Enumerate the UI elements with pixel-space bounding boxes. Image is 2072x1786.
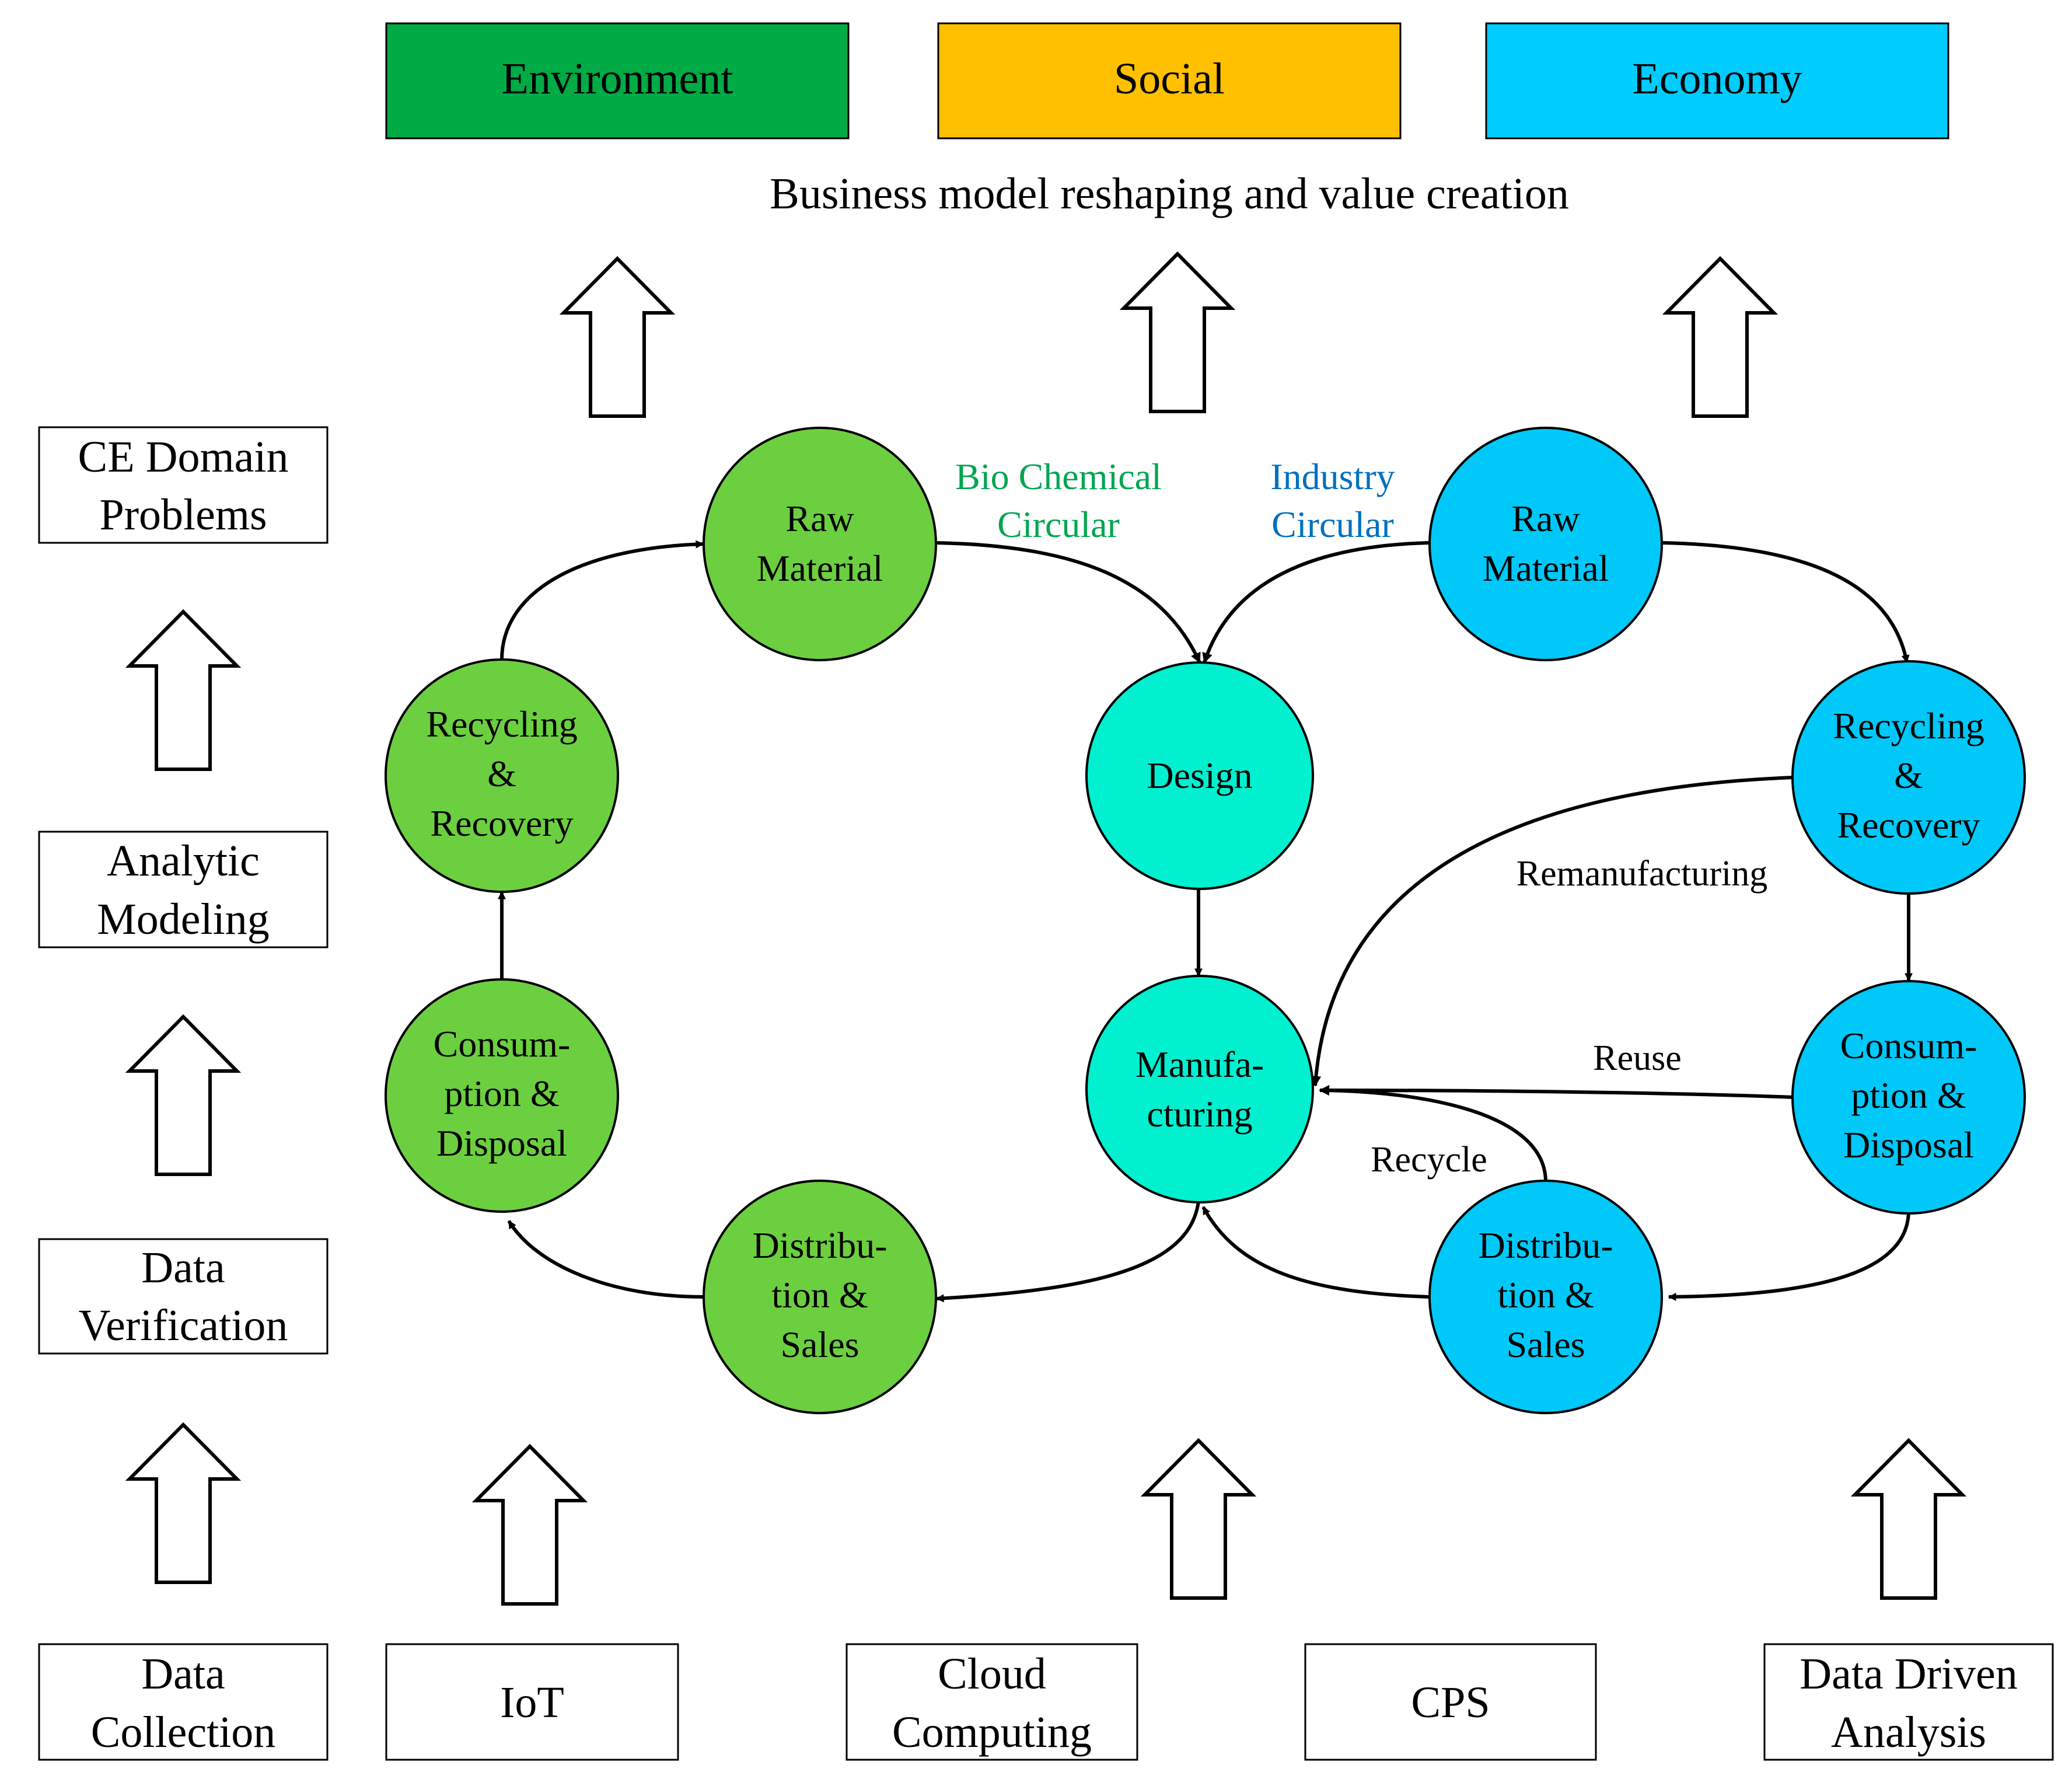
pillar-economy: Economy — [1485, 22, 1949, 139]
edge-bio-raw-to-design — [936, 541, 1201, 664]
svg-text:&: & — [1894, 755, 1923, 796]
industry-loop-title-line1: Industry — [1270, 456, 1395, 497]
box-data-collection: Data Collection — [38, 1643, 329, 1761]
node-bio-consumption-disposal: Consum- ption & Disposal — [385, 978, 619, 1213]
node-ind-consumption-disposal: Consum- ption & Disposal — [1791, 980, 2026, 1215]
hollow-up-arrow-icon — [130, 1425, 237, 1582]
pillar-environment-label: Environment — [502, 54, 733, 103]
edge-remanufacturing — [1311, 776, 1795, 1087]
ce-domain-problems-line1: CE Domain — [78, 432, 289, 482]
svg-text:Sales: Sales — [780, 1324, 859, 1365]
subtitle: Business model reshaping and value creat… — [770, 169, 1569, 218]
box-analytic-modeling: Analytic Modeling — [38, 831, 329, 948]
pillar-economy-label: Economy — [1632, 54, 1802, 103]
svg-text:ption &: ption & — [444, 1073, 559, 1114]
svg-text:Disposal: Disposal — [1843, 1124, 1974, 1166]
edge-label-remanufacturing: Remanufacturing — [1517, 854, 1767, 894]
node-ind-recycling-recovery: Recycling & Recovery — [1791, 660, 2026, 895]
hollow-up-arrow-icon — [1855, 1440, 1962, 1598]
svg-text:Consum-: Consum- — [434, 1023, 571, 1065]
data-collection-line2: Collection — [91, 1708, 276, 1757]
edge-recycle — [1319, 1085, 1547, 1182]
connectors — [498, 540, 1913, 1303]
svg-text:Consum-: Consum- — [1840, 1025, 1977, 1066]
hollow-up-arrow-icon — [130, 1017, 237, 1174]
edge-ind-consumption-to-distribution — [1668, 1211, 1910, 1301]
node-ind-distribution-sales: Distribu- tion & Sales — [1428, 1180, 1663, 1414]
svg-text:tion &: tion & — [771, 1274, 868, 1316]
box-ce-domain-problems: CE Domain Problems — [38, 426, 329, 544]
bio-loop-title-line2: Circular — [997, 504, 1120, 545]
pillar-environment: Environment — [385, 22, 850, 139]
svg-text:Sales: Sales — [1506, 1324, 1585, 1365]
pillar-social: Social — [937, 22, 1402, 139]
hollow-up-arrow-icon — [1145, 1440, 1252, 1598]
data-driven-analysis-line1: Data Driven — [1800, 1649, 2018, 1698]
hollow-up-arrow-icon — [564, 259, 671, 416]
svg-text:&: & — [487, 753, 516, 794]
svg-text:Recycling: Recycling — [1833, 705, 1984, 747]
node-manufacturing: Manufa- cturing — [1085, 975, 1314, 1204]
ce-domain-problems-line2: Problems — [99, 490, 267, 539]
edge-ind-raw-to-recycling — [1662, 541, 1910, 664]
box-iot: IoT — [385, 1643, 679, 1761]
svg-text:Design: Design — [1147, 755, 1252, 796]
edge-bio-distribution-to-consumption — [507, 1220, 704, 1299]
node-bio-distribution-sales: Distribu- tion & Sales — [703, 1180, 937, 1414]
svg-text:Material: Material — [1483, 547, 1609, 589]
svg-text:cturing: cturing — [1147, 1093, 1252, 1135]
pillar-social-label: Social — [1114, 54, 1225, 103]
node-ind-raw-material: Raw Material — [1428, 427, 1663, 661]
hollow-up-arrow-icon — [1124, 254, 1231, 411]
edge-reuse — [1319, 1085, 1795, 1099]
svg-text:Recovery: Recovery — [430, 803, 573, 844]
edge-manufacturing-to-bio-distribution — [935, 1201, 1200, 1303]
edge-ind-distribution-to-manufacturing — [1201, 1206, 1430, 1299]
svg-text:Distribu-: Distribu- — [1478, 1225, 1613, 1266]
hollow-up-arrow-icon — [130, 612, 237, 769]
data-verification-line2: Verification — [79, 1301, 288, 1350]
svg-text:Raw: Raw — [1511, 498, 1580, 539]
svg-text:tion &: tion & — [1497, 1274, 1594, 1316]
cloud-computing-line2: Computing — [892, 1708, 1092, 1757]
hollow-up-arrow-icon — [1666, 259, 1774, 416]
edge-ind-raw-to-design — [1202, 541, 1430, 664]
data-collection-line1: Data — [141, 1649, 225, 1698]
node-design: Design — [1085, 661, 1314, 890]
iot-label: IoT — [500, 1678, 564, 1727]
svg-text:Material: Material — [757, 547, 883, 589]
node-bio-recycling-recovery: Recycling & Recovery — [385, 658, 619, 893]
industry-loop-title-line2: Circular — [1271, 504, 1394, 545]
box-cps: CPS — [1304, 1643, 1597, 1761]
svg-text:Distribu-: Distribu- — [752, 1225, 887, 1266]
node-bio-raw-material: Raw Material — [703, 427, 937, 661]
analytic-modeling-line1: Analytic — [107, 836, 260, 885]
cps-label: CPS — [1411, 1678, 1490, 1727]
svg-text:Recycling: Recycling — [426, 703, 577, 745]
edge-bio-recycling-to-raw — [500, 540, 704, 660]
analytic-modeling-line2: Modeling — [97, 895, 270, 944]
svg-text:Manufa-: Manufa- — [1135, 1044, 1264, 1085]
svg-text:Raw: Raw — [785, 498, 854, 539]
data-driven-analysis-line2: Analysis — [1831, 1708, 1986, 1757]
edge-label-recycle: Recycle — [1371, 1140, 1487, 1180]
box-cloud-computing: Cloud Computing — [845, 1643, 1138, 1761]
box-data-verification: Data Verification — [38, 1238, 329, 1355]
svg-text:ption &: ption & — [1851, 1075, 1966, 1116]
data-verification-line1: Data — [141, 1243, 225, 1292]
svg-text:Recovery: Recovery — [1837, 804, 1980, 846]
svg-text:Disposal: Disposal — [436, 1122, 567, 1164]
box-data-driven-analysis: Data Driven Analysis — [1763, 1643, 2054, 1761]
hollow-up-arrow-icon — [476, 1446, 583, 1604]
edge-label-reuse: Reuse — [1593, 1038, 1682, 1078]
bio-loop-title-line1: Bio Chemical — [955, 456, 1162, 497]
cloud-computing-line1: Cloud — [938, 1649, 1046, 1698]
